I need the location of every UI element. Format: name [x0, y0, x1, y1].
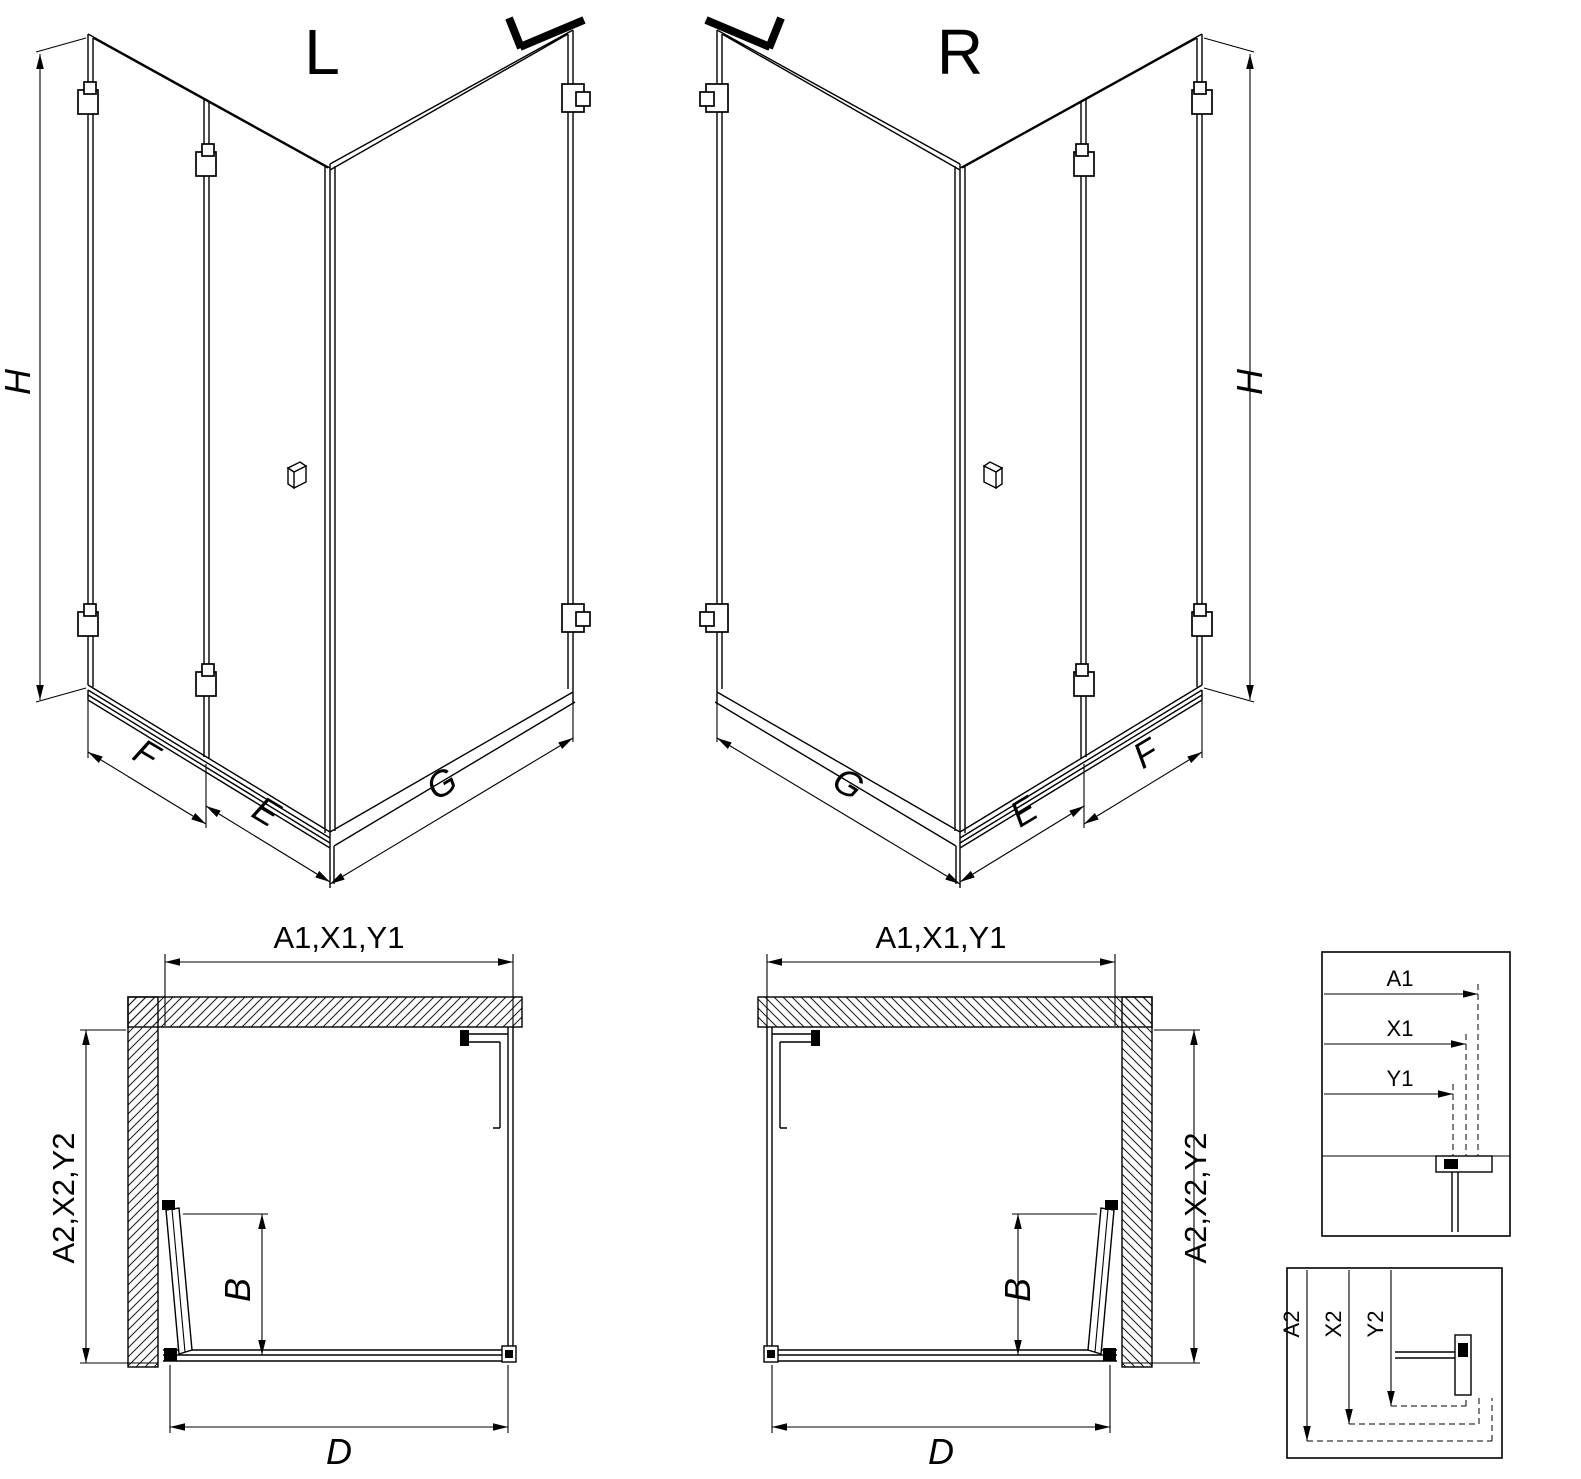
dim-label-g-left: G: [419, 758, 464, 808]
plan-right-geometry: [758, 954, 1200, 1433]
detail-y1-label: Y1: [1387, 1066, 1414, 1091]
plan-right-side-dim: A2,X2,Y2: [1178, 1133, 1213, 1264]
plan-right-top-dim: A1,X1,Y1: [876, 920, 1007, 955]
iso-right-geometry: [700, 18, 1254, 888]
profile-section-rotated: [1395, 1334, 1472, 1396]
detail-y2-label: Y2: [1363, 1311, 1388, 1338]
dim-label-f-right: F: [1126, 729, 1168, 777]
plan-right-d-dim: D: [928, 1431, 954, 1472]
plan-left-b-dim: B: [217, 1278, 258, 1302]
detail-a1-label: A1: [1387, 966, 1414, 991]
detail-x1-label: X1: [1387, 1016, 1414, 1041]
plan-left-side-dim: A2,X2,Y2: [46, 1133, 81, 1264]
detail-a2-label: A2: [1279, 1311, 1304, 1338]
detail-x2-label: X2: [1321, 1311, 1346, 1338]
detail-horizontal: [1321, 951, 1511, 1237]
dim-label-f-left: F: [126, 730, 168, 778]
iso-left-title: L: [304, 16, 340, 88]
iso-right-title: R: [937, 16, 983, 88]
plan-left-geometry: [80, 954, 522, 1433]
dim-label-h-right: H: [1229, 368, 1270, 395]
plan-left-top-dim: A1,X1,Y1: [274, 920, 405, 955]
profile-section: [1435, 1155, 1493, 1232]
plan-left-d-dim: D: [326, 1431, 352, 1472]
plan-right-b-dim: B: [997, 1278, 1038, 1302]
detail-vertical: [1286, 1267, 1503, 1459]
dim-label-g-right: G: [826, 758, 871, 808]
iso-left-geometry: [36, 18, 590, 888]
dim-label-h-left: H: [0, 368, 38, 395]
